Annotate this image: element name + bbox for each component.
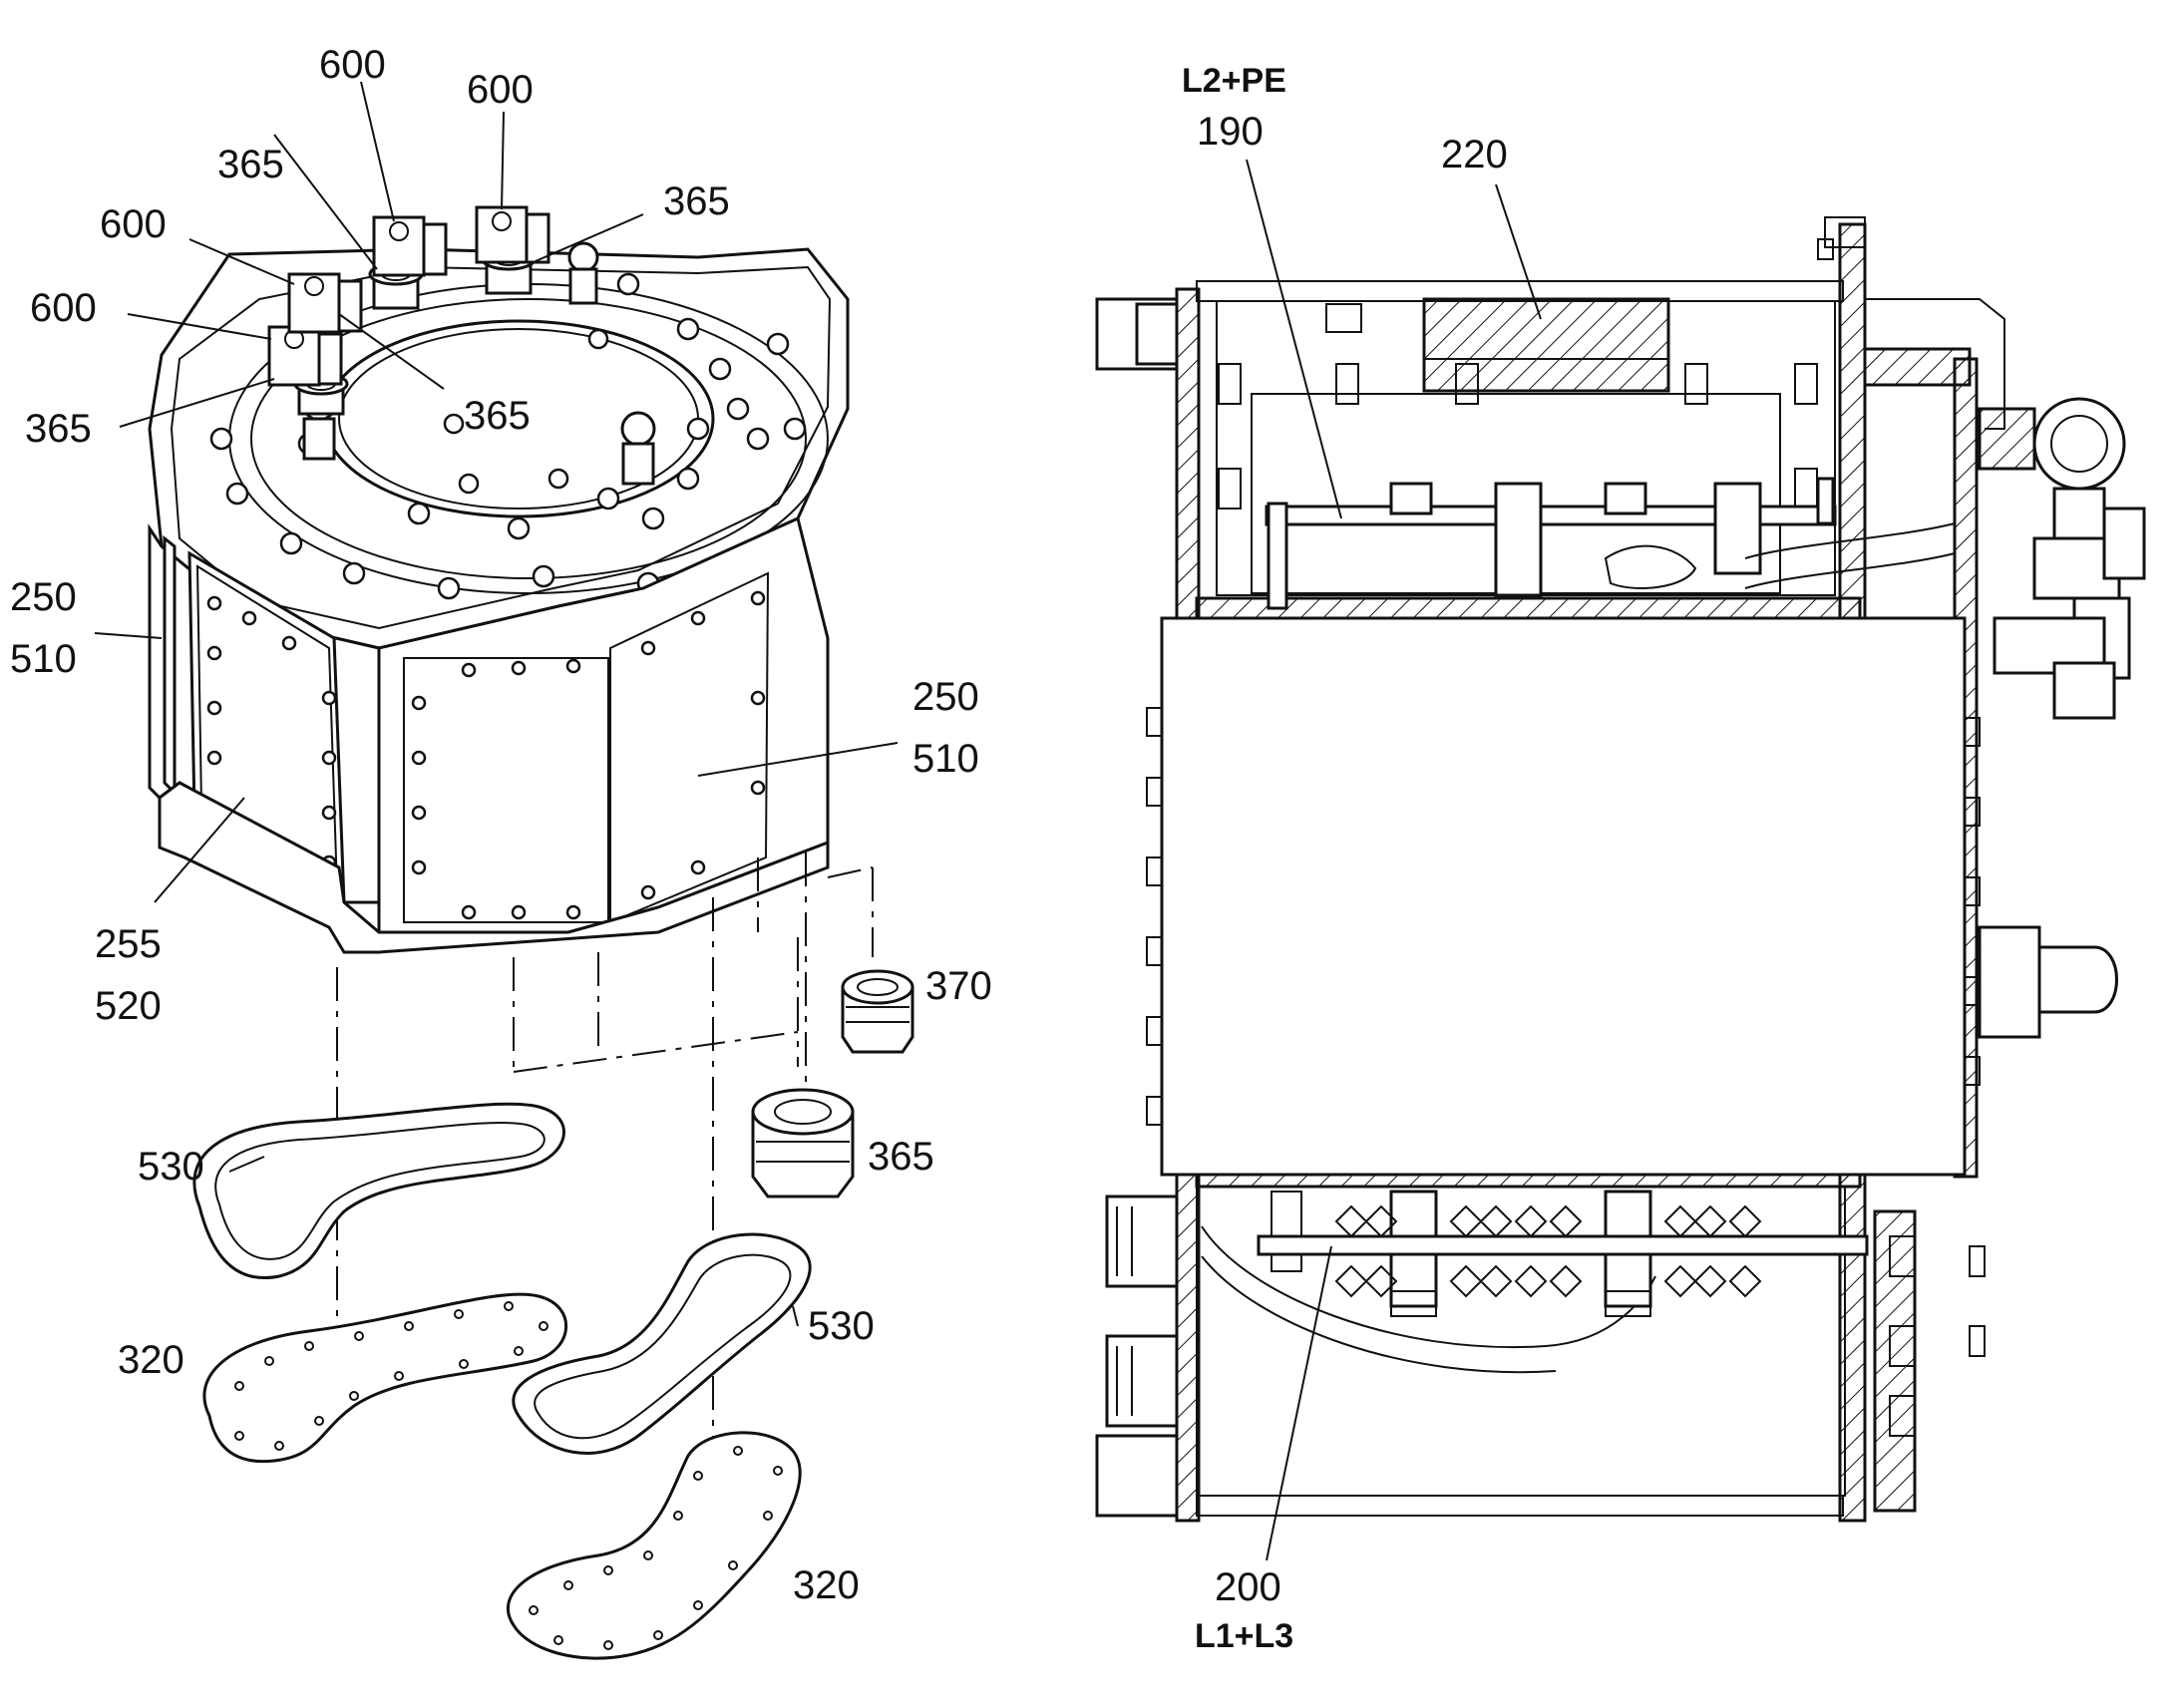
label-250-left: 250 <box>10 575 77 619</box>
label-510-left: 510 <box>10 637 77 681</box>
connector-600-d <box>475 205 550 264</box>
label-600-b: 600 <box>467 68 534 112</box>
label-510-right: 510 <box>912 737 979 781</box>
connectors-600 <box>267 205 550 387</box>
component-220 <box>1422 297 1670 393</box>
busbar-200 <box>1257 1234 1869 1256</box>
label-320-b: 320 <box>793 1563 860 1607</box>
winding-block <box>1146 616 1981 1177</box>
label-520: 520 <box>95 984 162 1028</box>
housing-bottom <box>158 781 830 954</box>
section-labels: L2+PE 190 220 200 L1+L3 <box>1182 62 1508 1655</box>
connector-600-a <box>267 325 343 387</box>
cover-plate-320-b <box>507 1431 802 1660</box>
label-600-d: 600 <box>30 286 97 330</box>
exploded-leader-lines <box>94 81 899 1327</box>
label-320-a: 320 <box>118 1338 184 1382</box>
cover-plate-320-a <box>202 1292 567 1464</box>
exploded-labels: 600 600 365 365 600 600 365 365 250 510 … <box>10 43 992 1607</box>
right-fittings <box>1817 216 2146 1039</box>
label-220: 220 <box>1441 133 1508 176</box>
label-530-b: 530 <box>808 1304 875 1348</box>
label-250-right: 250 <box>912 675 979 719</box>
cover-plate-320-a-holes <box>234 1301 548 1451</box>
assembly-center-lines <box>336 853 874 1486</box>
label-530-a: 530 <box>138 1145 204 1189</box>
connector-600-c <box>372 215 448 277</box>
exploded-view: 600 600 365 365 600 600 365 365 250 510 … <box>10 43 992 1660</box>
section-leader-lines <box>1246 159 1542 1561</box>
lower-right-studs <box>1889 1235 1986 1437</box>
label-365-b: 365 <box>663 179 730 223</box>
top-plate-bolts <box>209 272 807 600</box>
lower-diamond-blocks <box>1334 1204 1762 1298</box>
winding-side-tabs <box>1146 707 1981 1126</box>
label-l2-pe: L2+PE <box>1182 62 1286 100</box>
label-600-a: 600 <box>319 43 386 87</box>
right-cover-bolts <box>411 590 766 920</box>
label-600-c: 600 <box>100 202 167 246</box>
label-255: 255 <box>95 922 162 966</box>
section-view: L2+PE 190 220 200 L1+L3 <box>1095 62 2146 1655</box>
label-370: 370 <box>925 964 992 1008</box>
lower-chamber <box>1196 1186 1846 1497</box>
busbar-190 <box>1265 477 1956 610</box>
label-365-d: 365 <box>25 407 92 451</box>
label-190: 190 <box>1197 110 1264 154</box>
gasket-530-b <box>512 1232 812 1455</box>
gasket-530-a <box>192 1102 565 1279</box>
left-external-connectors <box>1095 297 1179 1518</box>
cable-gland-365-loose <box>751 1088 855 1198</box>
label-200: 200 <box>1215 1565 1281 1609</box>
connector-600-b <box>287 272 363 334</box>
cover-plate-320-b-holes <box>529 1446 783 1650</box>
label-l1-l3: L1+L3 <box>1195 1617 1293 1655</box>
label-365-e: 365 <box>868 1135 934 1179</box>
cable-gland-370 <box>841 969 914 1054</box>
label-365-c: 365 <box>464 394 531 438</box>
right-side-wall <box>377 515 830 934</box>
label-365-a: 365 <box>217 143 284 186</box>
